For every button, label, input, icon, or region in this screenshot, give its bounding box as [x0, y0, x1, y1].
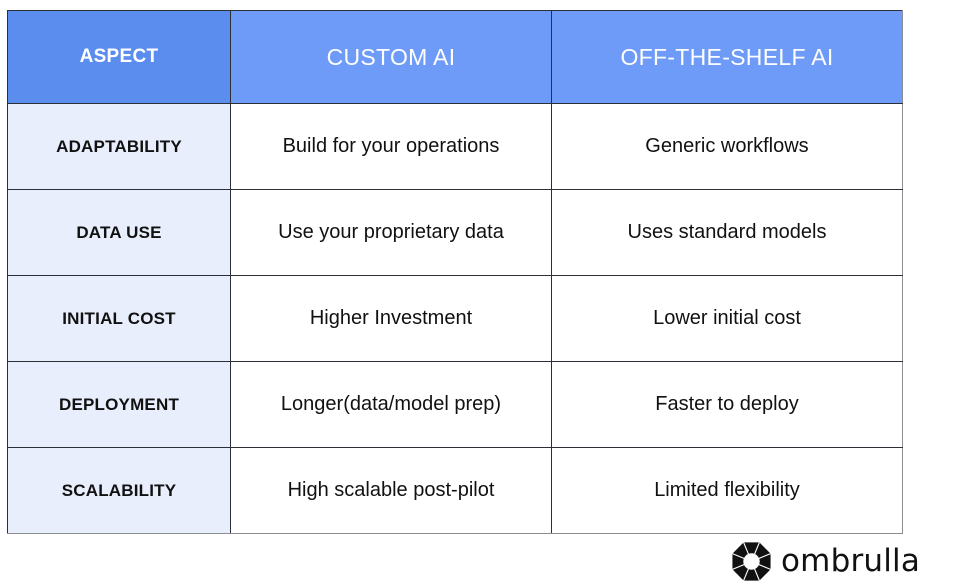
off-the-shelf-cell: Generic workflows: [551, 103, 903, 190]
custom-ai-cell: High scalable post-pilot: [230, 447, 552, 534]
brand-logo: ombrulla: [731, 540, 920, 582]
brand-name: ombrulla: [781, 542, 921, 579]
off-the-shelf-cell: Uses standard models: [551, 189, 903, 276]
table-row: DATA USE Use your proprietary data Uses …: [7, 189, 903, 276]
off-the-shelf-cell: Limited flexibility: [551, 447, 903, 534]
header-custom-ai: CUSTOM AI: [230, 10, 552, 104]
off-the-shelf-cell: Faster to deploy: [551, 361, 903, 448]
octagon-umbrella-logo-icon: [731, 541, 772, 582]
table-row: DEPLOYMENT Longer(data/model prep) Faste…: [7, 361, 903, 448]
aspect-cell: DEPLOYMENT: [7, 361, 231, 448]
aspect-cell: DATA USE: [7, 189, 231, 276]
header-row: ASPECT CUSTOM AI OFF-THE-SHELF AI: [7, 10, 903, 104]
custom-ai-cell: Build for your operations: [230, 103, 552, 190]
aspect-cell: INITIAL COST: [7, 275, 231, 362]
header-off-the-shelf-ai: OFF-THE-SHELF AI: [551, 10, 903, 104]
table-row: INITIAL COST Higher Investment Lower ini…: [7, 275, 903, 362]
header-aspect: ASPECT: [7, 10, 231, 104]
custom-ai-cell: Use your proprietary data: [230, 189, 552, 276]
custom-ai-cell: Higher Investment: [230, 275, 552, 362]
comparison-table: ASPECT CUSTOM AI OFF-THE-SHELF AI ADAPTA…: [7, 10, 903, 534]
table-row: ADAPTABILITY Build for your operations G…: [7, 103, 903, 190]
aspect-cell: SCALABILITY: [7, 447, 231, 534]
custom-ai-cell: Longer(data/model prep): [230, 361, 552, 448]
table-row: SCALABILITY High scalable post-pilot Lim…: [7, 447, 903, 534]
aspect-cell: ADAPTABILITY: [7, 103, 231, 190]
off-the-shelf-cell: Lower initial cost: [551, 275, 903, 362]
